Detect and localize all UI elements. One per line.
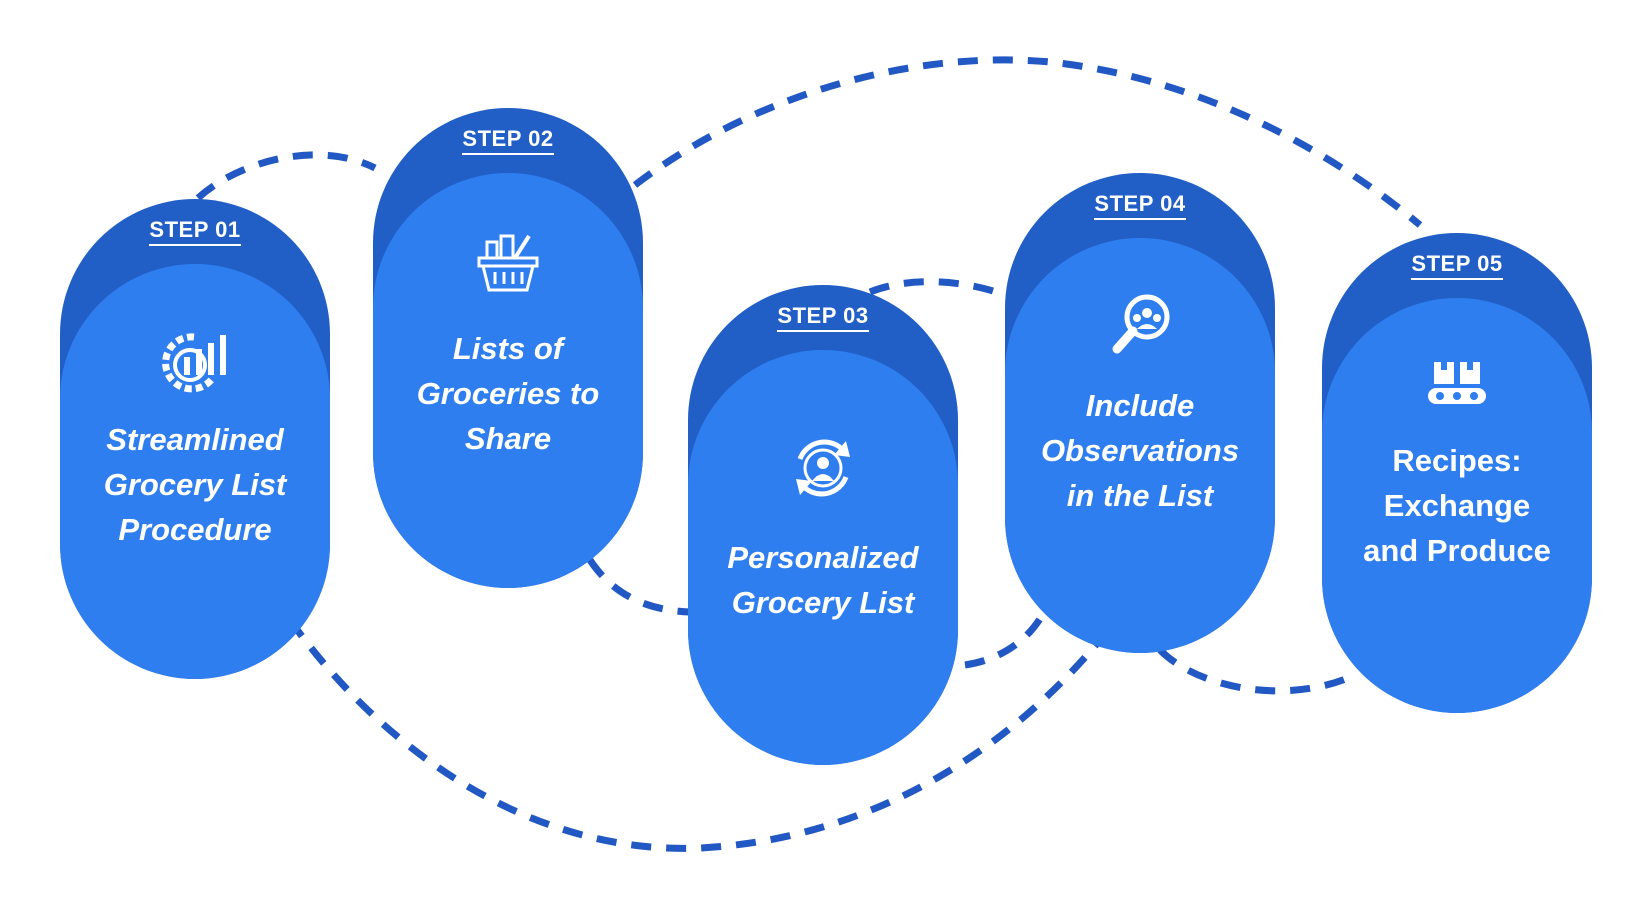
user-refresh-icon — [788, 433, 858, 503]
step-03-label: STEP 03 — [777, 303, 869, 332]
gear-chart-icon — [160, 327, 230, 397]
step-05-card: STEP 05 Recipes: Exchange and Produce — [1322, 233, 1592, 713]
step-04-card-body — [1005, 238, 1275, 653]
step-05-title: Recipes: Exchange and Produce — [1363, 443, 1551, 568]
step-04-title: Include Observations in the List — [1040, 388, 1240, 513]
connector-01-04-bottom — [287, 617, 1103, 852]
step-01-label: STEP 01 — [149, 217, 241, 246]
step-05-card-body — [1322, 298, 1592, 713]
step-05-label: STEP 05 — [1411, 251, 1503, 280]
step-02-label: STEP 02 — [462, 126, 554, 155]
step-03-card: STEP 03 Personalized Grocery List — [688, 285, 958, 765]
step-03-title: Personalized Grocery List — [727, 540, 919, 620]
connector-01-02-top — [195, 151, 377, 201]
step-02-title: Lists of Groceries to Share — [416, 331, 600, 456]
step-02-card: STEP 02 Lists of Groceries to Share — [373, 108, 643, 588]
connector-03-04-bottom — [964, 608, 1049, 669]
conveyor-boxes-icon — [1422, 348, 1492, 418]
connector-02-03-bottom — [587, 558, 691, 616]
step-01-title: Streamlined Grocery List Procedure — [103, 422, 287, 547]
grocery-basket-icon — [473, 228, 543, 298]
step-01-card: STEP 01 Streamlined Grocery List Procedu… — [60, 199, 330, 679]
connector-02-05-top — [632, 56, 1423, 228]
step-03-card-body — [688, 350, 958, 765]
connector-04-05-bottom — [1157, 647, 1357, 695]
step-02-card-body — [373, 173, 643, 588]
step-01-card-body — [60, 264, 330, 679]
step-04-card: STEP 04 Include Observations in the List — [1005, 173, 1275, 653]
step-04-label: STEP 04 — [1094, 191, 1186, 220]
connector-03-04-top — [868, 278, 1007, 299]
magnifier-people-icon — [1105, 291, 1175, 361]
